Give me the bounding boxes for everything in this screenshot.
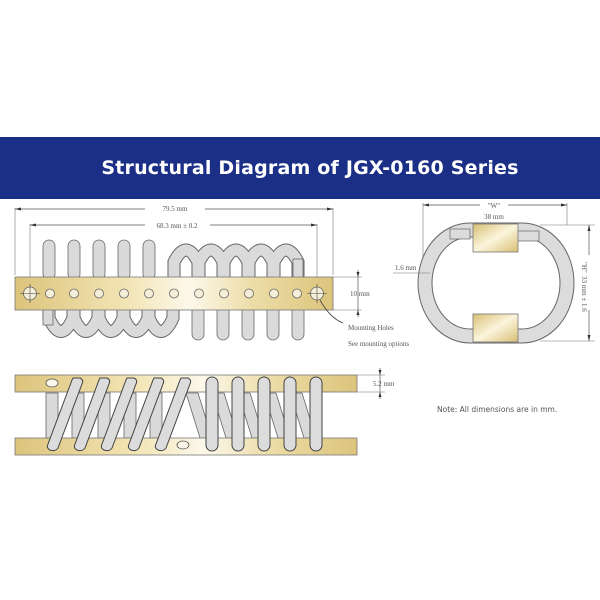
dimensions-note: Note: All dimensions are in mm. bbox=[437, 405, 558, 414]
width-value: 38 mm bbox=[484, 213, 504, 221]
hole-spacing-label: 68.3 mm ± 0.2 bbox=[157, 222, 198, 230]
plate-thickness-label: 5.2 mm bbox=[373, 380, 395, 388]
width-label: "W" bbox=[488, 202, 500, 210]
title-banner: Structural Diagram of JGX-0160 Series bbox=[0, 137, 600, 199]
overall-length-label: 79.5 mm bbox=[163, 205, 188, 213]
top-view: 79.5 mm 68.3 mm ± 0.2 bbox=[14, 203, 409, 348]
height-label: "H" bbox=[580, 262, 588, 273]
upper-mount-block bbox=[472, 223, 519, 253]
plate-height-label: 10 mm bbox=[350, 290, 370, 298]
wire-thickness-label: 1.6 mm bbox=[395, 264, 417, 272]
mounting-holes-label: Mounting Holes bbox=[348, 324, 394, 332]
lower-mount-block bbox=[472, 313, 519, 343]
height-value: 33 mm ± 1.6 bbox=[580, 276, 588, 312]
page-title: Structural Diagram of JGX-0160 Series bbox=[101, 157, 519, 179]
mounting-options-label: See mounting options bbox=[348, 340, 409, 348]
front-view: 5.2 mm bbox=[14, 368, 395, 456]
side-view: "W" 38 mm 1.6 mm "H" 33 mm ± 1.6 bbox=[393, 200, 595, 344]
